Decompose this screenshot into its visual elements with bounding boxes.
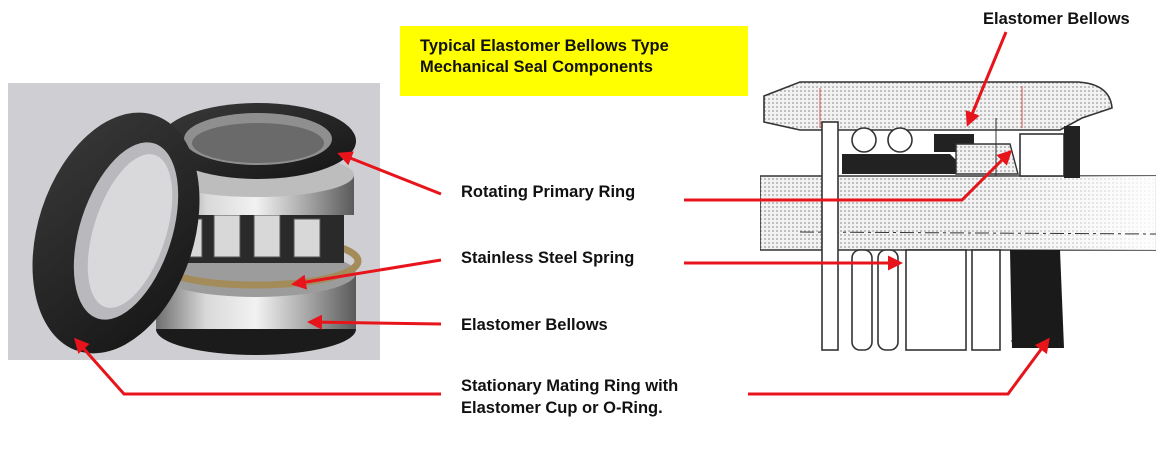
label-stationary-line-1: Stationary Mating Ring with [461, 377, 679, 395]
seal-photo [8, 83, 380, 360]
label-elastomer-bellows: Elastomer Bellows [461, 316, 608, 334]
title-line-2: Mechanical Seal Components [420, 58, 653, 76]
seal-cross-section-drawing [760, 78, 1156, 378]
arrow-bellows-drawing [965, 31, 1008, 127]
arrow-stationary-drawing [748, 337, 1050, 396]
arrow-spring-photo [291, 258, 442, 290]
label-elastomer-bellows-top: Elastomer Bellows [983, 10, 1130, 28]
arrow-rotating-ring-drawing [684, 149, 1013, 202]
title-line-1: Typical Elastomer Bellows Type [420, 37, 669, 55]
arrow-bellows-photo [307, 314, 442, 330]
diagram-title: Typical Elastomer Bellows Type Mechanica… [400, 26, 748, 96]
arrow-rotating-ring-photo [337, 151, 442, 196]
arrow-stationary-photo [74, 337, 441, 396]
label-rotating-primary-ring: Rotating Primary Ring [461, 183, 636, 201]
label-stationary-line-2: Elastomer Cup or O-Ring. [461, 399, 663, 417]
label-stainless-steel-spring: Stainless Steel Spring [461, 249, 635, 267]
